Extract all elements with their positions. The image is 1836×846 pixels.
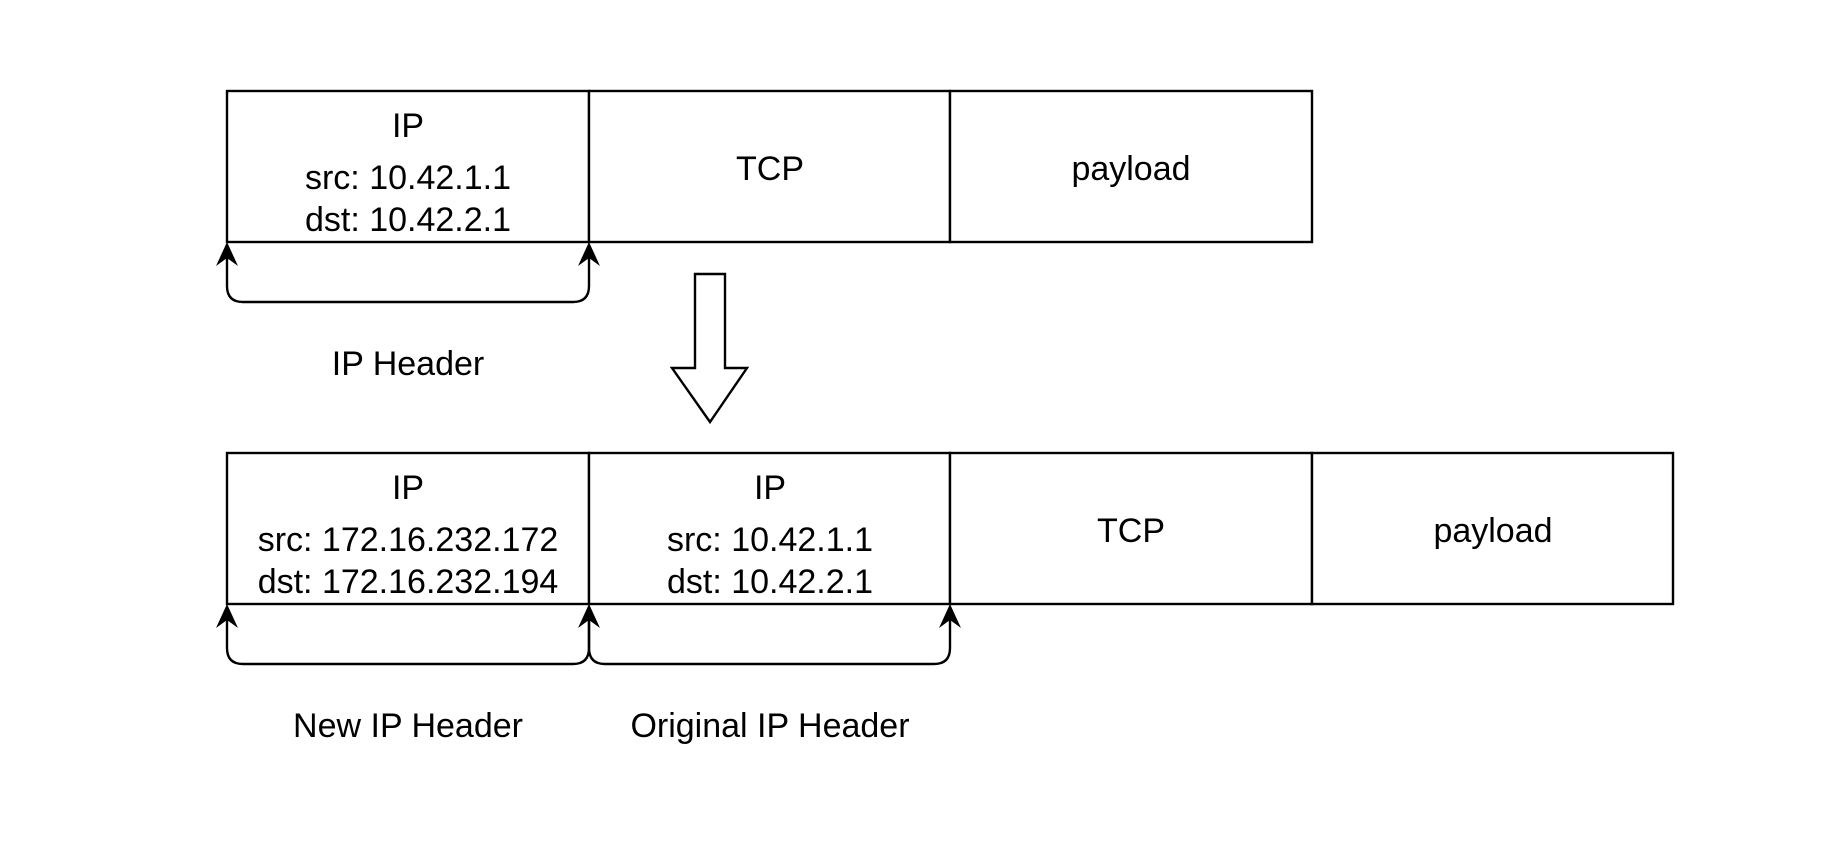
original-ip-header-label: Original IP Header xyxy=(630,707,909,745)
top-ip-header-brace xyxy=(216,242,600,304)
bottom-tcp-box xyxy=(948,451,1314,606)
top-tcp-cell: TCP xyxy=(587,89,952,244)
encapsulation-down-arrow-icon xyxy=(669,272,750,425)
new-ip-title: IP xyxy=(392,469,424,507)
original-ip-title: IP xyxy=(754,469,786,507)
top-payload-label: payload xyxy=(1071,150,1190,188)
top-tcp-label: TCP xyxy=(736,150,804,188)
top-packet: IP src: 10.42.1.1 dst: 10.42.2.1 TCP pay… xyxy=(216,89,1314,383)
bottom-payload-cell: payload xyxy=(1310,451,1675,606)
original-ip-cell: IP src: 10.42.1.1 dst: 10.42.2.1 xyxy=(587,451,952,606)
bottom-payload-box xyxy=(1310,451,1675,606)
top-ip-title: IP xyxy=(392,107,424,145)
top-ip-box xyxy=(225,89,591,244)
arrow-head-icon xyxy=(578,242,600,266)
top-ip-header-brace-line xyxy=(225,250,591,304)
new-ip-header-brace xyxy=(216,604,600,666)
new-ip-dst: dst: 172.16.232.194 xyxy=(258,563,559,601)
new-ip-box xyxy=(225,451,591,606)
arrow-head-icon xyxy=(939,604,961,628)
bottom-tcp-cell: TCP xyxy=(948,451,1314,606)
arrow-head-icon xyxy=(216,242,238,266)
new-ip-src: src: 172.16.232.172 xyxy=(258,521,559,559)
original-ip-header-brace-line xyxy=(587,612,952,666)
bottom-payload-label: payload xyxy=(1433,512,1552,550)
top-ip-dst: dst: 10.42.2.1 xyxy=(305,201,511,239)
top-ip-cell: IP src: 10.42.1.1 dst: 10.42.2.1 xyxy=(225,89,591,244)
top-payload-cell: payload xyxy=(948,89,1314,244)
bottom-tcp-label: TCP xyxy=(1097,512,1165,550)
new-ip-header-brace-line xyxy=(225,612,591,666)
top-ip-src: src: 10.42.1.1 xyxy=(305,159,511,197)
original-ip-header-brace xyxy=(587,604,961,666)
original-ip-src: src: 10.42.1.1 xyxy=(667,521,873,559)
new-ip-header-label: New IP Header xyxy=(293,707,523,745)
new-ip-cell: IP src: 172.16.232.172 dst: 172.16.232.1… xyxy=(225,451,591,606)
top-payload-box xyxy=(948,89,1314,244)
original-ip-dst: dst: 10.42.2.1 xyxy=(667,563,873,601)
top-ip-header-label: IP Header xyxy=(332,345,484,383)
arrow-head-icon xyxy=(216,604,238,628)
bottom-packet: IP src: 172.16.232.172 dst: 172.16.232.1… xyxy=(216,451,1675,745)
top-tcp-box xyxy=(587,89,952,244)
